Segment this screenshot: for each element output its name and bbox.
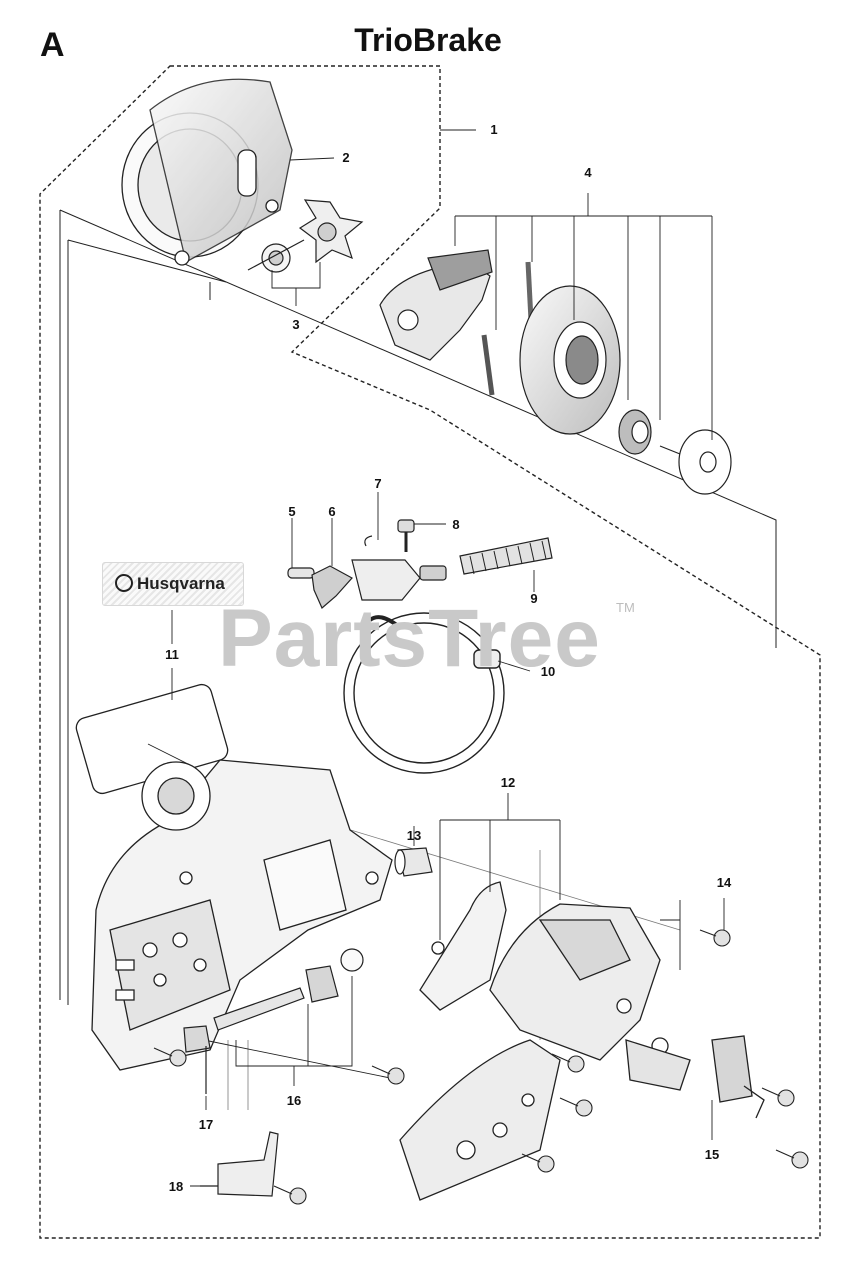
part12-leader: [439, 793, 561, 940]
callout-9[interactable]: 9: [530, 591, 538, 606]
adjuster-pin-part: [183, 1025, 211, 1094]
callout-8[interactable]: 8: [452, 517, 460, 532]
diagram-title: TrioBrake: [354, 22, 502, 58]
callout-2[interactable]: 2: [342, 150, 350, 165]
guide-plate-part: [399, 1039, 561, 1201]
callout-13[interactable]: 13: [406, 828, 422, 843]
callout-6[interactable]: 6: [328, 504, 336, 519]
brake-bracket-part: [419, 881, 691, 1091]
shaft-part: [203, 948, 401, 1081]
callout-11[interactable]: 11: [165, 647, 179, 662]
knob-sprocket-part: [247, 199, 364, 273]
lever-assembly-part: [287, 519, 553, 609]
callout-18[interactable]: 18: [168, 1179, 184, 1194]
screws-part: [153, 929, 809, 1205]
callout-1[interactable]: 1: [490, 122, 498, 137]
section-letter: A: [40, 26, 65, 64]
callout-3[interactable]: 3: [292, 317, 300, 332]
callout-5[interactable]: 5: [288, 504, 296, 519]
cover-frame: [59, 209, 777, 1005]
husqvarna-crown-icon: [115, 574, 133, 592]
brake-housing-part: [121, 78, 293, 266]
callout-12[interactable]: 12: [500, 775, 516, 790]
watermark: PartsTree: [218, 593, 601, 684]
brake-mechanism-part: [379, 249, 732, 495]
chain-brake-cover-part: [91, 759, 393, 1071]
callout-14[interactable]: 14: [716, 875, 732, 890]
callout-10[interactable]: 10: [540, 664, 556, 679]
logo-text: Husqvarna: [137, 574, 225, 593]
callout-15[interactable]: 15: [704, 1147, 720, 1162]
part4-leader: [454, 193, 713, 440]
callout-17[interactable]: 17: [198, 1117, 214, 1132]
husqvarna-logo-decal: Husqvarna: [102, 562, 244, 606]
callout-4[interactable]: 4: [584, 165, 592, 180]
bushing-part: [394, 847, 433, 877]
guide-block-part: [711, 1035, 765, 1119]
brake-band-part: [343, 612, 505, 774]
part16-leader: [235, 976, 353, 1086]
callout-7[interactable]: 7: [374, 476, 382, 491]
callout-16[interactable]: 16: [286, 1093, 302, 1108]
leader-lines: [147, 129, 725, 1187]
trademark-mark: TM: [616, 600, 635, 615]
